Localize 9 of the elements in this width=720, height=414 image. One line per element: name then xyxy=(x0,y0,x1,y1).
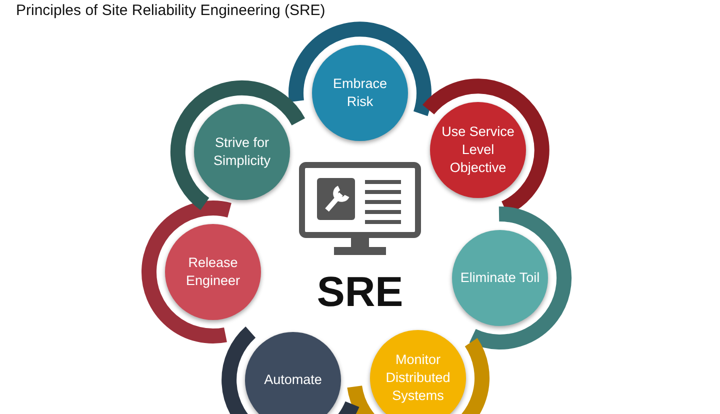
principle-circle: Use Service Level Objective xyxy=(430,102,526,198)
diagram-title: Principles of Site Reliability Engineering (SRE) xyxy=(16,2,326,19)
principle-circle: Release Engineer xyxy=(165,224,261,320)
principle-circle: Eliminate Toil xyxy=(452,230,548,326)
principle-circle: Embrace Risk xyxy=(312,45,408,141)
principle-circle: Strive for Simplicity xyxy=(194,104,290,200)
center-title: SRE xyxy=(316,268,404,316)
principle-circle: Automate xyxy=(245,332,341,414)
principle-circle: Monitor Distributed Systems xyxy=(370,330,466,414)
